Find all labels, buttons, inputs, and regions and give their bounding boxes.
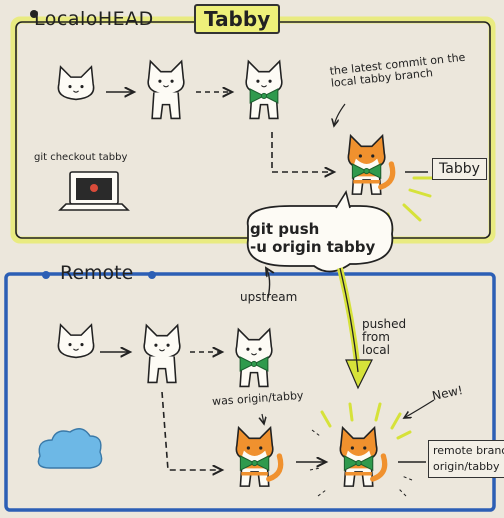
push-command-line2: -u origin tabby [250, 238, 376, 256]
note-upstream: upstream [240, 290, 298, 304]
push-arrowhead [345, 359, 373, 390]
local-branch-tag: Tabby [432, 158, 487, 180]
local-section-title: LocaloHEAD [34, 8, 154, 30]
push-bubble [246, 205, 394, 273]
cat-icon [147, 60, 185, 120]
push-bubble-tail [335, 189, 351, 209]
cloud-icon [37, 428, 103, 469]
sparkle-lines [320, 402, 412, 440]
laptop-icon [58, 171, 130, 211]
push-command-line1: git push [250, 220, 320, 238]
remote-box [4, 272, 496, 512]
cat-icon [57, 324, 95, 359]
note-arrow [334, 103, 346, 126]
remote-dot [148, 271, 156, 279]
remote-section-title: Remote [60, 262, 134, 284]
note-arrow [404, 399, 435, 418]
push-command: git push -u origin tabby [250, 220, 375, 256]
cat-icon [57, 66, 95, 101]
cat-icon [235, 328, 273, 388]
local-dot [30, 10, 38, 18]
cat-icon [143, 324, 181, 384]
note-arrow [262, 413, 264, 424]
sparkle-lines [386, 176, 438, 232]
note-pushed: pushed from local [362, 317, 407, 357]
note-checkout: git checkout tabby [34, 152, 128, 163]
remote-branch-tag-line2: origin/tabby [433, 460, 500, 473]
commit-arrow [271, 132, 334, 172]
remote-dot [42, 271, 50, 279]
commit-arrow [161, 391, 222, 470]
cat-icon [340, 428, 384, 486]
cat-icon [236, 428, 280, 486]
cat-icon [245, 60, 283, 120]
remote-branch-tag-line1: remote branch [433, 444, 504, 457]
remote-branch-tag: remote branch origin/tabby [428, 440, 504, 478]
upstream-arrow [266, 268, 270, 299]
cat-icon [348, 136, 392, 194]
push-arrow-outline [339, 267, 359, 373]
sparkle-dashes [309, 429, 413, 497]
local-branch-label: Tabby [194, 4, 281, 34]
